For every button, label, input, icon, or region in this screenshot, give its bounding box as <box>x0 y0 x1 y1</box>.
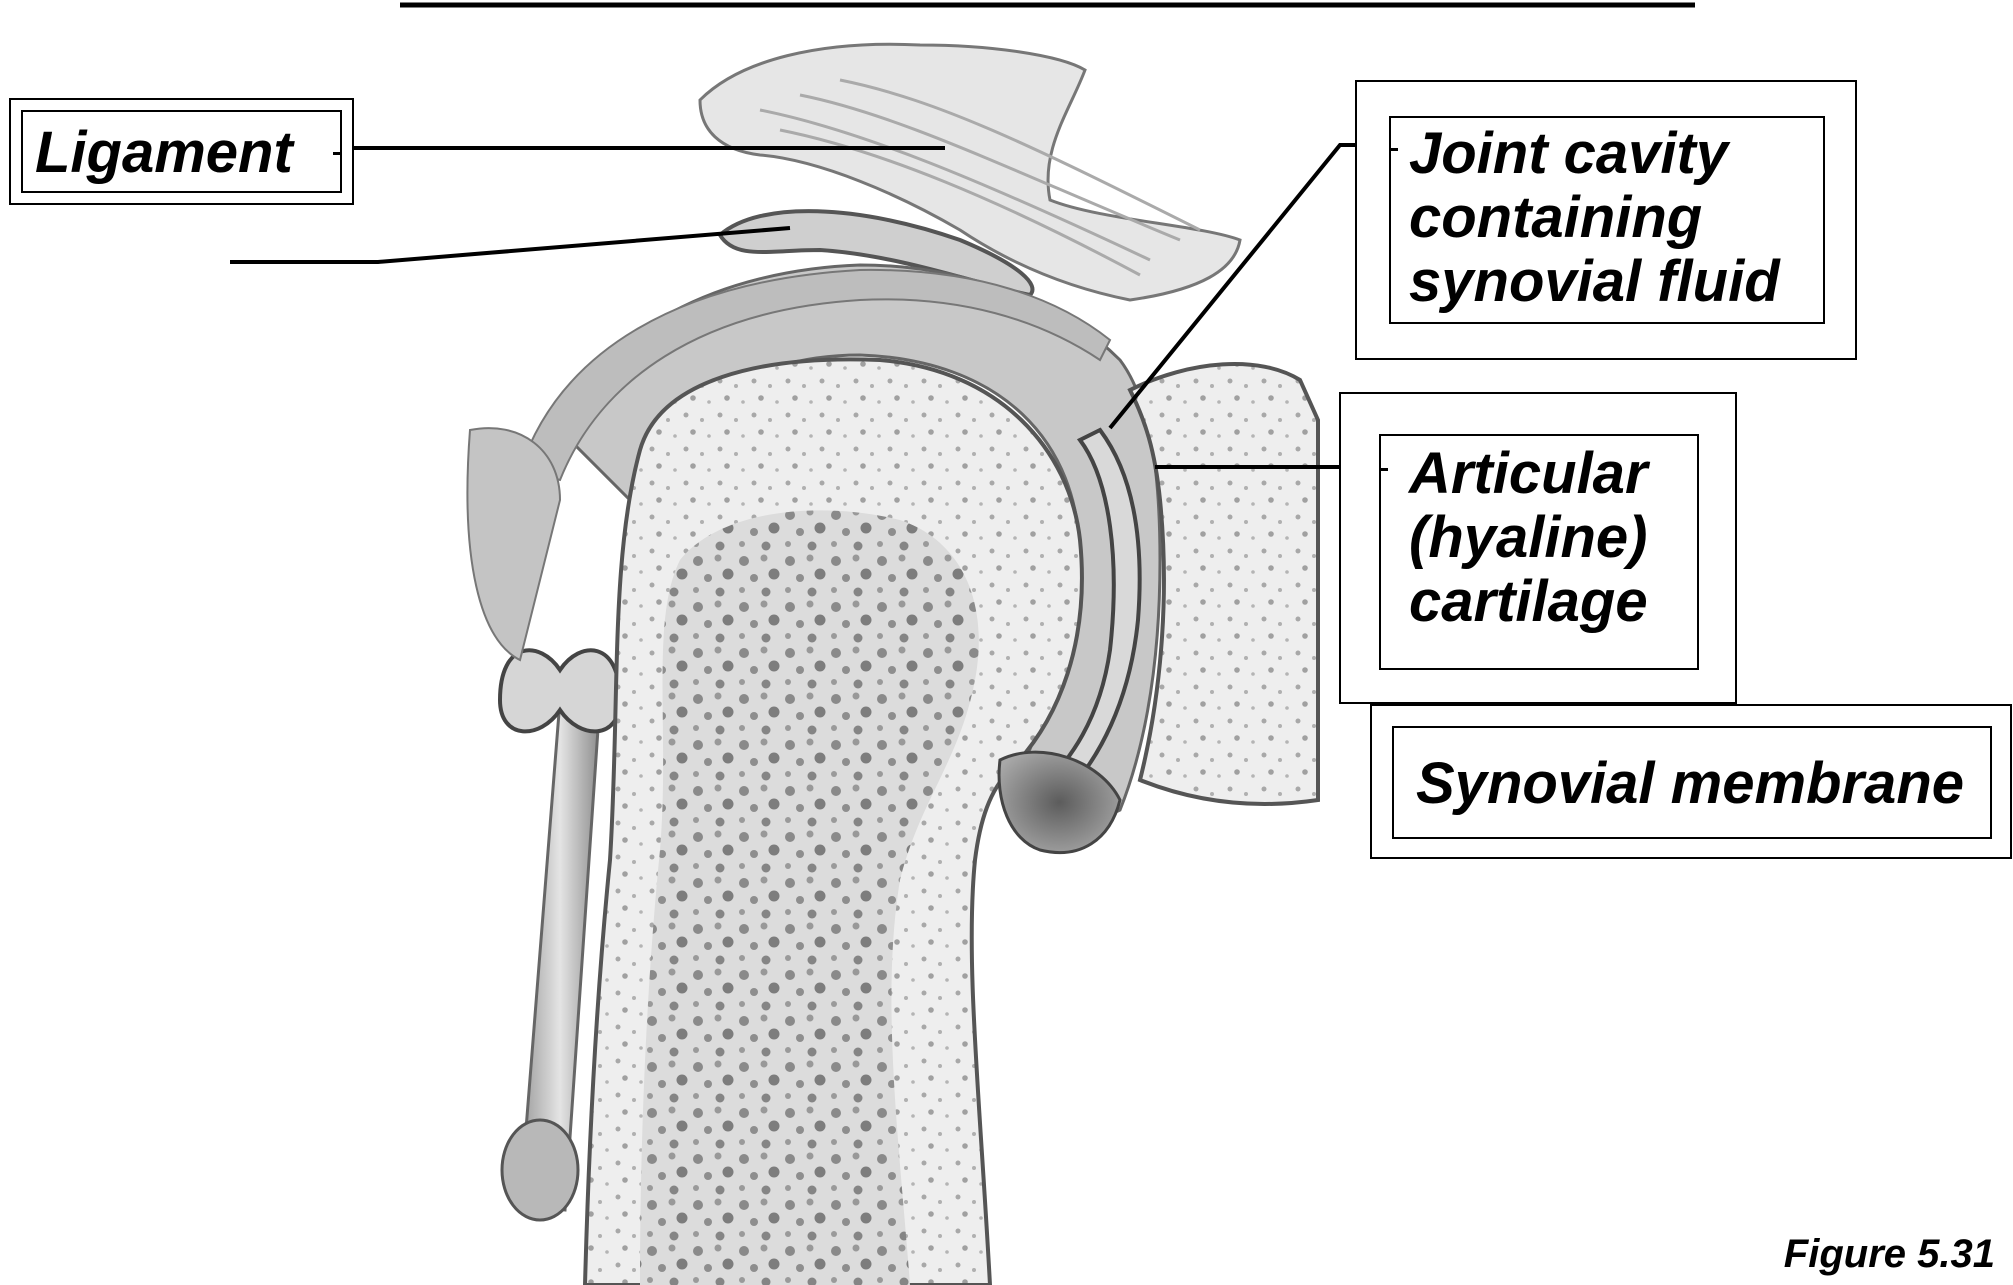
label-box-articular-cartilage: Articular (hyaline) cartilage <box>1339 392 1737 704</box>
label-box-synovial-membrane: Synovial membrane <box>1370 704 2012 859</box>
label-inner-ligament: Ligament <box>21 110 342 193</box>
label-articular-cartilage: Articular (hyaline) cartilage <box>1409 442 1648 634</box>
label-tick-ligament <box>333 152 340 155</box>
label-synovial-membrane: Synovial membrane <box>1416 752 1964 816</box>
label-tick-articular-cartilage <box>1381 468 1388 471</box>
figure-caption: Figure 5.31 <box>1784 1232 1995 1277</box>
label-ligament: Ligament <box>35 121 293 185</box>
tendon-cut-end <box>502 1120 578 1220</box>
label-inner-joint-cavity: Joint cavity containing synovial fluid <box>1389 116 1825 324</box>
label-tick-joint-cavity <box>1391 148 1398 151</box>
label-joint-cavity: Joint cavity containing synovial fluid <box>1409 122 1780 314</box>
leader-bursa <box>230 228 790 262</box>
label-box-joint-cavity: Joint cavity containing synovial fluid <box>1355 80 1857 360</box>
label-inner-synovial-membrane: Synovial membrane <box>1392 726 1992 839</box>
tendon-outer-band <box>467 428 560 660</box>
label-inner-articular-cartilage: Articular (hyaline) cartilage <box>1379 434 1699 670</box>
label-box-ligament: Ligament <box>9 98 354 205</box>
